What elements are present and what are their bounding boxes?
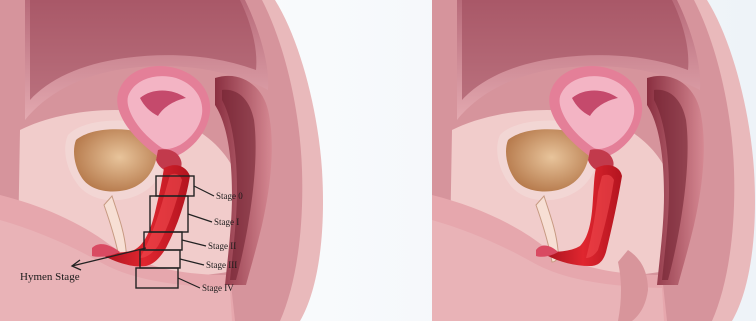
left-anatomy-panel: Stage 0 Stage I Stage II Stage III Stage…	[0, 0, 323, 321]
stage-i-label: Stage I	[214, 217, 239, 227]
stage-ii-label: Stage II	[208, 241, 236, 251]
right-anatomy-panel	[432, 0, 755, 321]
stage-0-label: Stage 0	[216, 191, 243, 201]
stage-iii-label: Stage III	[206, 260, 237, 270]
stage-iv-label: Stage IV	[202, 283, 234, 293]
hymen-stage-label: Hymen Stage	[20, 271, 80, 283]
